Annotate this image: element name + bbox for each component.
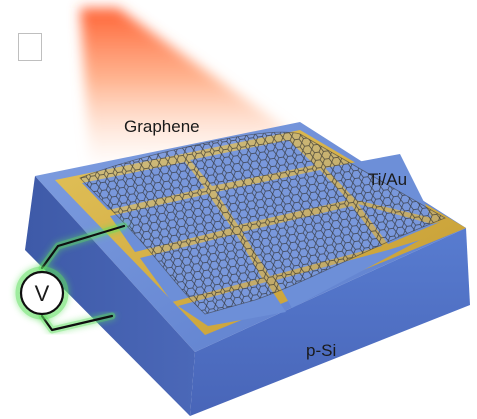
light-beam-icon [80,8,292,165]
electrode-label: Ti/Au [368,170,407,189]
graphene-label: Graphene [124,117,200,136]
placeholder-box [18,33,42,61]
substrate-label: p-Si [306,341,336,360]
voltmeter-label: V [35,281,50,306]
voltmeter-circuit: V [15,222,128,334]
